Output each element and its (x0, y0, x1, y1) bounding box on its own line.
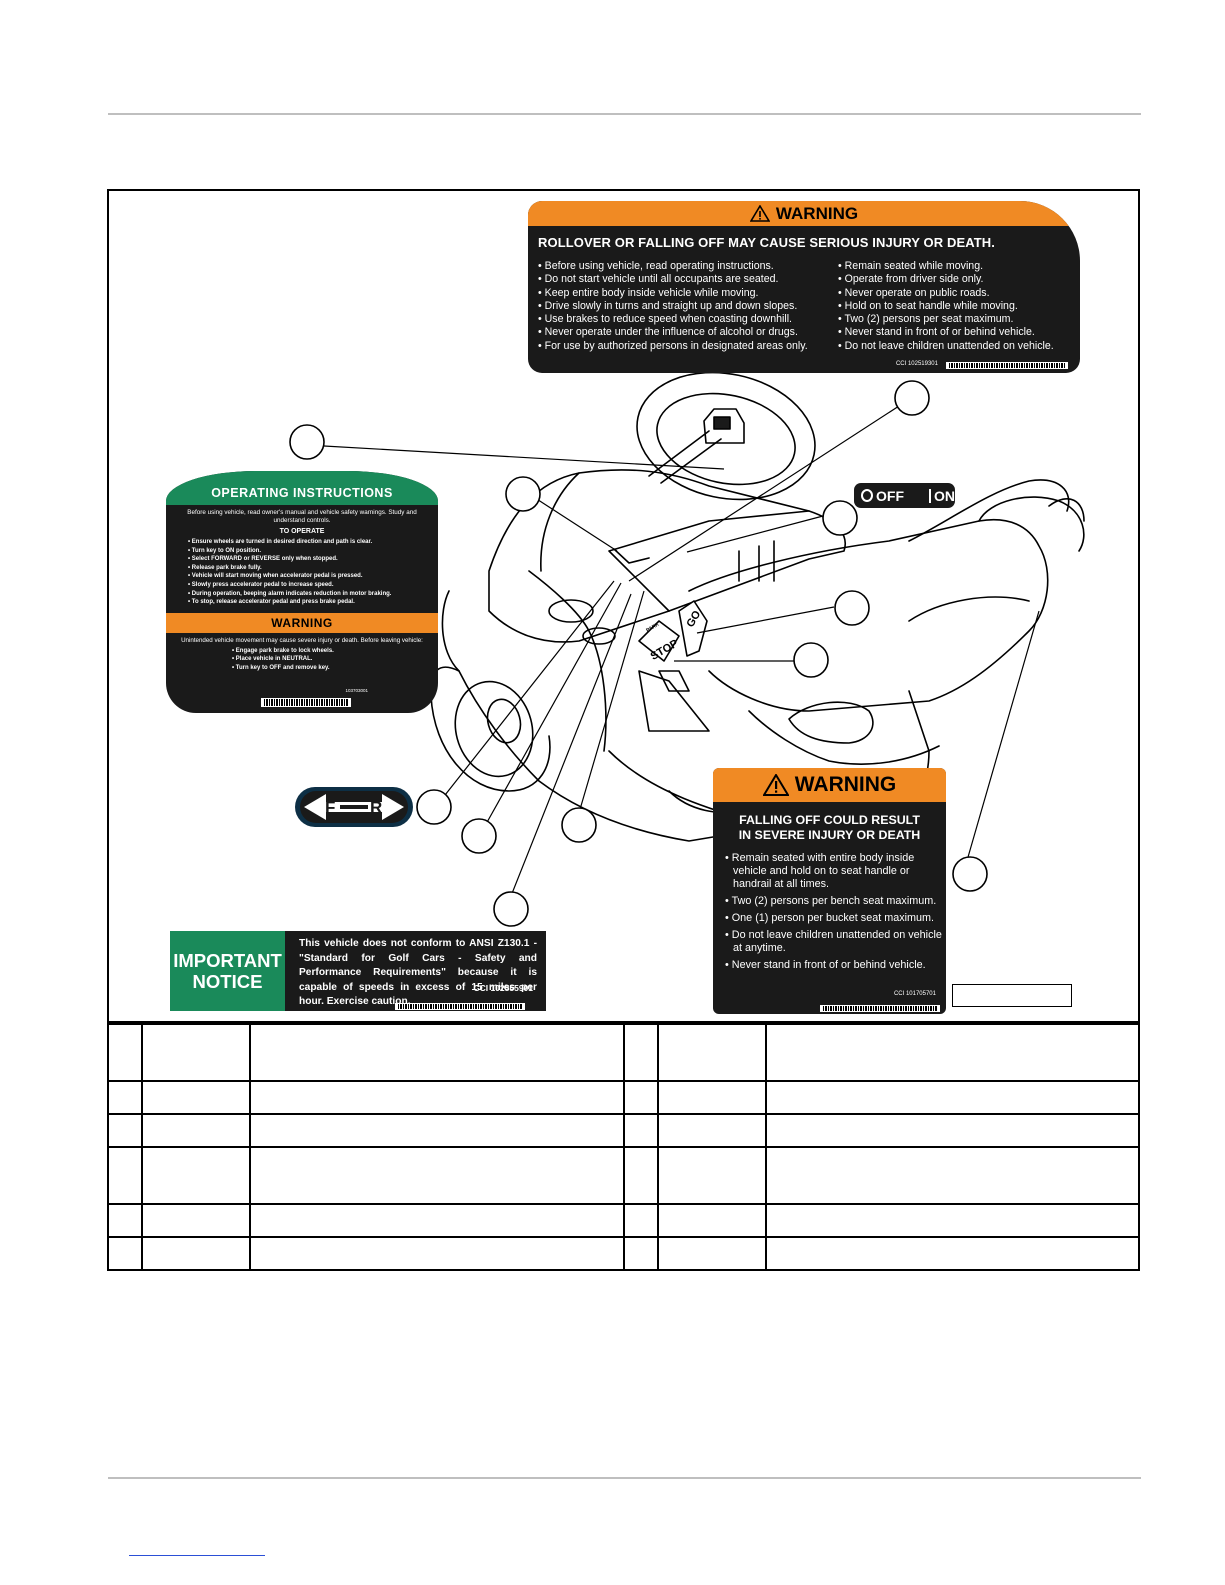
operating-warning-text: Unintended vehicle movement may cause se… (166, 637, 438, 645)
falling-part-code: CCI 101705701 (894, 991, 936, 997)
rollover-left-list: • Before using vehicle, read operating i… (538, 260, 838, 353)
barcode (395, 1003, 525, 1010)
barcode (820, 1005, 940, 1012)
operating-part-code: 103703001 (345, 688, 368, 693)
rollover-item: • Drive slowly in turns and straight up … (538, 300, 838, 313)
rollover-item: • Do not leave children unattended on ve… (838, 340, 1078, 353)
table-row (108, 1204, 1139, 1237)
falling-warning-header: WARNING (713, 768, 946, 802)
rollover-warning-title: WARNING (776, 204, 858, 224)
rollover-item: • Remain seated while moving. (838, 260, 1078, 273)
operating-instructions-decal: OPERATING INSTRUCTIONS Before using vehi… (166, 471, 438, 713)
operating-step: Vehicle will start moving when accelerat… (188, 572, 438, 581)
rollover-item: • Hold on to seat handle while moving. (838, 300, 1078, 313)
footer-link-underline[interactable] (129, 1555, 265, 1556)
rollover-item: • Do not start vehicle until all occupan… (538, 273, 838, 286)
barcode (946, 362, 1068, 369)
falling-item: Remain seated with entire body inside ve… (725, 852, 946, 891)
important-notice-decal: IMPORTANT NOTICE This vehicle does not c… (170, 931, 546, 1011)
operating-warning-step: Engage park brake to lock wheels. (232, 647, 438, 656)
warning-triangle-icon (763, 774, 789, 796)
key-off-label: OFF (876, 488, 904, 504)
rollover-item: • Never stand in front of or behind vehi… (838, 326, 1078, 339)
header-rule (108, 113, 1141, 115)
barcode (261, 698, 351, 707)
table-row (108, 1147, 1139, 1204)
operating-step: Turn key to ON position. (188, 547, 438, 556)
rollover-item: • Never operate under the influence of a… (538, 326, 838, 339)
operating-step: Release park brake fully. (188, 564, 438, 573)
decal-figure: GO STOP PARK WARNING ROLLOVER OR FALLING… (107, 189, 1140, 1023)
rollover-part-code: CCI 102519301 (896, 361, 938, 367)
rollover-item: • Before using vehicle, read operating i… (538, 260, 838, 273)
forward-label: F (325, 798, 335, 817)
rollover-warning-header: WARNING (528, 201, 1080, 226)
double-arrow-icon: F R (300, 791, 408, 823)
table-row (108, 1081, 1139, 1114)
operating-warning-header: WARNING (166, 613, 438, 633)
falling-items: Remain seated with entire body inside ve… (725, 852, 946, 972)
rollover-headline: ROLLOVER OR FALLING OFF MAY CAUSE SERIOU… (538, 235, 1080, 250)
table-row (108, 1237, 1139, 1270)
falling-item: Two (2) persons per bench seat maximum. (725, 895, 946, 908)
important-notice-text: This vehicle does not conform to ANSI Z1… (299, 937, 537, 1010)
falling-headline-line: IN SEVERE INJURY OR DEATH (713, 828, 946, 843)
operating-intro: Before using vehicle, read owner's manua… (166, 509, 438, 525)
rollover-item: • Never operate on public roads. (838, 287, 1078, 300)
operating-step: Ensure wheels are turned in desired dire… (188, 538, 438, 547)
operating-step: During operation, beeping alarm indicate… (188, 590, 438, 599)
operating-warning-step: Place vehicle in NEUTRAL. (232, 655, 438, 664)
rollover-item: • For use by authorized persons in desig… (538, 340, 838, 353)
operating-warning-steps: Engage park brake to lock wheels. Place … (232, 647, 438, 673)
operating-warning-step: Turn key to OFF and remove key. (232, 664, 438, 673)
operating-instructions-header: OPERATING INSTRUCTIONS (166, 471, 438, 505)
figure-id-box (952, 984, 1072, 1007)
to-operate-heading: TO OPERATE (166, 528, 438, 535)
falling-headline-line: FALLING OFF COULD RESULT (713, 813, 946, 828)
important-notice-title: IMPORTANT NOTICE (170, 931, 285, 1011)
forward-reverse-decal: F R (295, 787, 413, 827)
operating-step: Select FORWARD or REVERSE only when stop… (188, 555, 438, 564)
falling-headline: FALLING OFF COULD RESULT IN SEVERE INJUR… (713, 813, 946, 843)
rollover-item: • Keep entire body inside vehicle while … (538, 287, 838, 300)
warning-triangle-icon (750, 205, 770, 222)
falling-off-warning-decal: WARNING FALLING OFF COULD RESULT IN SEVE… (713, 768, 946, 1014)
table-row (108, 1024, 1139, 1081)
operating-steps: Ensure wheels are turned in desired dire… (188, 538, 438, 607)
operating-step: To stop, release accelerator pedal and p… (188, 598, 438, 607)
falling-warning-title: WARNING (795, 773, 897, 797)
decal-legend-table (107, 1023, 1140, 1271)
falling-item: Do not leave children unattended on vehi… (725, 929, 946, 955)
falling-item: Never stand in front of or behind vehicl… (725, 959, 946, 972)
reverse-label: R (370, 798, 382, 817)
operating-step: Slowly press accelerator pedal to increa… (188, 581, 438, 590)
notice-part-code: CCI 102555901 (473, 983, 533, 993)
table-row (108, 1114, 1139, 1147)
off-circle-icon (861, 489, 873, 502)
footer-rule (108, 1477, 1141, 1479)
key-on-label: ON (929, 489, 955, 503)
notice-title-line: IMPORTANT (170, 950, 285, 971)
rollover-right-list: • Remain seated while moving. • Operate … (838, 260, 1078, 353)
falling-item: One (1) person per bucket seat maximum. (725, 912, 946, 925)
key-switch-decal: OFF ON (854, 483, 955, 508)
rollover-warning-decal: WARNING ROLLOVER OR FALLING OFF MAY CAUS… (528, 201, 1080, 373)
rollover-item: • Two (2) persons per seat maximum. (838, 313, 1078, 326)
rollover-item: • Use brakes to reduce speed when coasti… (538, 313, 838, 326)
rollover-item: • Operate from driver side only. (838, 273, 1078, 286)
notice-title-line: NOTICE (170, 971, 285, 992)
